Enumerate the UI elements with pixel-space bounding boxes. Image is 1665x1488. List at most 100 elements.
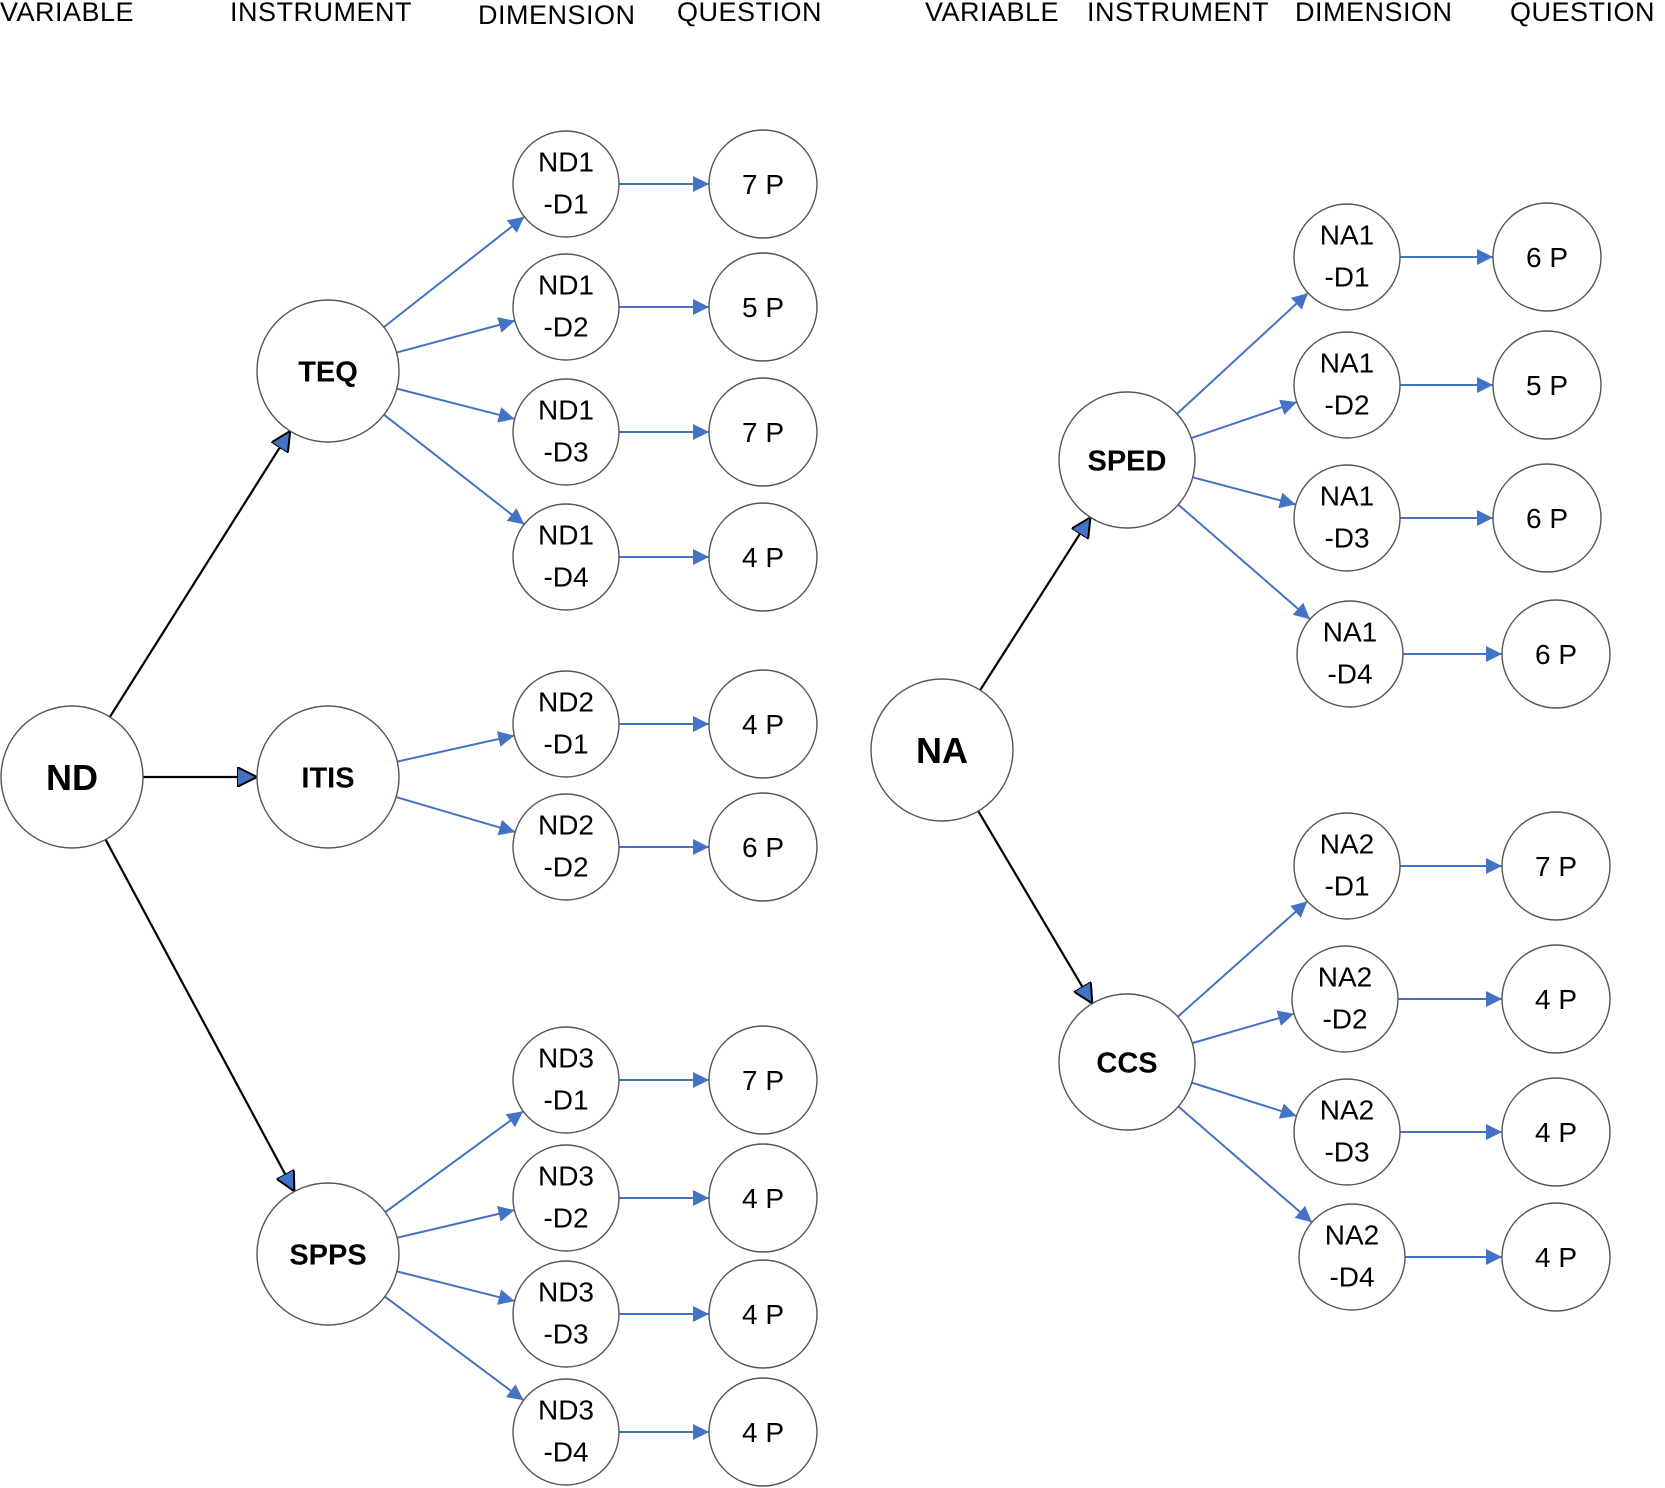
right_tree-dimension-node-1-2-label-2: -D3 [1324, 1136, 1369, 1167]
left_tree-dimension-node-2-1-label-1: ND3 [538, 1160, 594, 1191]
left_tree-dimension-node-0-1-label-1: ND1 [538, 269, 594, 300]
right_tree-edge-instrument-dimension-0-2 [1192, 476, 1297, 509]
right_tree-question-node-0-1-circle [1492, 330, 1602, 440]
right_tree-dimension-node-0-0: NA1-D1 [1293, 203, 1401, 311]
right_tree-variable-node-label: NA [916, 730, 968, 771]
right_tree-edge-instrument-dimension-1-2 [1191, 1081, 1297, 1119]
left_tree-edge-instrument-dimension-0-1 [396, 317, 516, 354]
left_tree-dimension-node-1-1-label-2: -D2 [543, 851, 588, 882]
left_tree-question-node-0-3: 4 P [708, 502, 818, 612]
left_tree-edge-instrument-dimension-0-2 [396, 387, 515, 423]
left_tree-dimension-node-1-1-label-1: ND2 [538, 809, 594, 840]
left_tree-dimension-node-2-0: ND3-D1 [512, 1026, 620, 1134]
right_tree-dimension-node-1-0-label-1: NA2 [1320, 828, 1374, 859]
right_tree-dimension-node-0-1-circle [1293, 331, 1401, 439]
left_tree-dimension-node-2-2: ND3-D3 [512, 1260, 620, 1368]
right_tree-dimension-node-1-0-circle [1293, 812, 1401, 920]
left_tree-question-node-2-2-circle [708, 1259, 818, 1369]
right_tree-edge-instrument-dimension-0-0 [1176, 292, 1309, 415]
left_tree-dimension-node-2-0-circle [512, 1026, 620, 1134]
left_tree-question-node-2-1-label: 4 P [742, 1183, 784, 1214]
left_tree-dimension-node-1-1: ND2-D2 [512, 793, 620, 901]
left_tree-dimension-node-0-3-label-2: -D4 [543, 561, 588, 592]
right_tree-question-node-0-1: 5 P [1492, 330, 1602, 440]
left_tree-dimension-node-1-0-label-1: ND2 [538, 686, 594, 717]
left_tree-edge-variable-instrument-2 [104, 839, 295, 1192]
right_tree-instrument-node-1-circle [1058, 993, 1196, 1131]
left_tree-instrument-node-2-circle [256, 1182, 400, 1326]
right_tree-dimension-node-1-1: NA2-D2 [1291, 945, 1399, 1053]
left_tree-question-node-0-3-label: 4 P [742, 542, 784, 573]
left_tree-edge-variable-instrument-0 [108, 431, 290, 718]
left_tree-question-node-2-0-label: 7 P [742, 1065, 784, 1096]
right_tree-edge-variable-instrument-1 [977, 810, 1092, 1003]
header-right-dimension: DIMENSION [1295, 0, 1453, 27]
left_tree-question-node-2-2-label: 4 P [742, 1299, 784, 1330]
left_tree-question-node-0-0-label: 7 P [742, 169, 784, 200]
edges [104, 176, 1502, 1440]
left_tree-dimension-node-0-3-label-1: ND1 [538, 519, 594, 550]
right_tree-edge-instrument-dimension-0-3 [1177, 503, 1311, 620]
left_tree-question-node-0-0: 7 P [708, 129, 818, 239]
right_tree-dimension-node-1-0-label-2: -D1 [1324, 870, 1369, 901]
right_tree-instrument-node-1-label: CCS [1096, 1047, 1157, 1079]
right_tree-question-node-0-3-circle [1501, 599, 1611, 709]
header-right-variable: VARIABLE [925, 0, 1059, 27]
right_tree-instrument-node-0: SPED [1058, 391, 1196, 529]
left_tree-dimension-node-1-0-label-2: -D1 [543, 728, 588, 759]
left_tree-question-node-1-1-circle [708, 792, 818, 902]
right_tree-dimension-node-0-3-label-1: NA1 [1323, 616, 1377, 647]
right_tree-question-node-1-3-circle [1501, 1202, 1611, 1312]
right_tree-question-node-1-1: 4 P [1501, 944, 1611, 1054]
left_tree-instrument-node-0-circle [256, 299, 400, 443]
right_tree-question-node-0-3-label: 6 P [1535, 639, 1577, 670]
right_tree-dimension-node-1-0: NA2-D1 [1293, 812, 1401, 920]
left_tree-dimension-node-2-1: ND3-D2 [512, 1144, 620, 1252]
right_tree-dimension-node-0-3-label-2: -D4 [1327, 658, 1372, 689]
right_tree-dimension-node-1-2-circle [1293, 1078, 1401, 1186]
right_tree-question-node-0-1-label: 5 P [1526, 370, 1568, 401]
right_tree-dimension-node-1-3-label-2: -D4 [1329, 1261, 1374, 1292]
right_tree-dimension-node-0-2-label-2: -D3 [1324, 522, 1369, 553]
left_tree-question-node-1-1-label: 6 P [742, 832, 784, 863]
left_tree-question-node-2-3-circle [708, 1377, 818, 1487]
left_tree-question-node-0-1: 5 P [708, 252, 818, 362]
left_tree-dimension-node-0-2: ND1-D3 [512, 378, 620, 486]
left_tree-dimension-node-0-0-circle [512, 130, 620, 238]
left_tree-dimension-node-0-0: ND1-D1 [512, 130, 620, 238]
right_tree-question-node-0-3: 6 P [1501, 599, 1611, 709]
left_tree-edge-instrument-dimension-1-0 [397, 731, 515, 763]
left_tree-dimension-node-1-1-circle [512, 793, 620, 901]
header-left-instrument: INSTRUMENT [230, 0, 412, 27]
header-left-question: QUESTION [677, 0, 822, 27]
left_tree-edge-instrument-dimension-2-2 [396, 1270, 515, 1305]
left_tree-instrument-node-0-label: TEQ [298, 356, 358, 388]
right_tree-question-node-1-0-circle [1501, 811, 1611, 921]
right_tree-question-node-1-2: 4 P [1501, 1077, 1611, 1187]
right_tree-dimension-node-1-3-label-1: NA2 [1325, 1219, 1379, 1250]
right_tree-dimension-node-1-2: NA2-D3 [1293, 1078, 1401, 1186]
left_tree-question-node-2-2: 4 P [708, 1259, 818, 1369]
left_tree-dimension-node-0-0-label-1: ND1 [538, 146, 594, 177]
left_tree-question-node-1-0: 4 P [708, 669, 818, 779]
right_tree-dimension-node-1-1-label-1: NA2 [1318, 961, 1372, 992]
right_tree-question-node-0-2-label: 6 P [1526, 503, 1568, 534]
right_tree-dimension-node-1-1-label-2: -D2 [1322, 1003, 1367, 1034]
left_tree-dimension-node-0-3: ND1-D4 [512, 503, 620, 611]
right_tree-variable-node: NA [870, 678, 1014, 822]
left_tree-dimension-node-2-2-circle [512, 1260, 620, 1368]
right_tree-dimension-node-0-0-label-1: NA1 [1320, 219, 1374, 250]
left_tree-dimension-node-2-3: ND3-D4 [512, 1378, 620, 1486]
left_tree-dimension-node-0-0-label-2: -D1 [543, 188, 588, 219]
left_tree-question-node-1-0-label: 4 P [742, 709, 784, 740]
right_tree-question-node-0-0-label: 6 P [1526, 242, 1568, 273]
left_tree-question-node-0-0-circle [708, 129, 818, 239]
left_tree-edge-instrument-dimension-2-0 [384, 1110, 524, 1213]
left_tree-dimension-node-2-0-label-2: -D1 [543, 1084, 588, 1115]
right_tree-dimension-node-0-1: NA1-D2 [1293, 331, 1401, 439]
left_tree-dimension-node-0-3-circle [512, 503, 620, 611]
right_tree-edge-instrument-dimension-1-0 [1177, 900, 1309, 1018]
header-left-variable: VARIABLE [0, 0, 134, 27]
right_tree-question-node-1-0: 7 P [1501, 811, 1611, 921]
left_tree-dimension-node-2-1-circle [512, 1144, 620, 1252]
